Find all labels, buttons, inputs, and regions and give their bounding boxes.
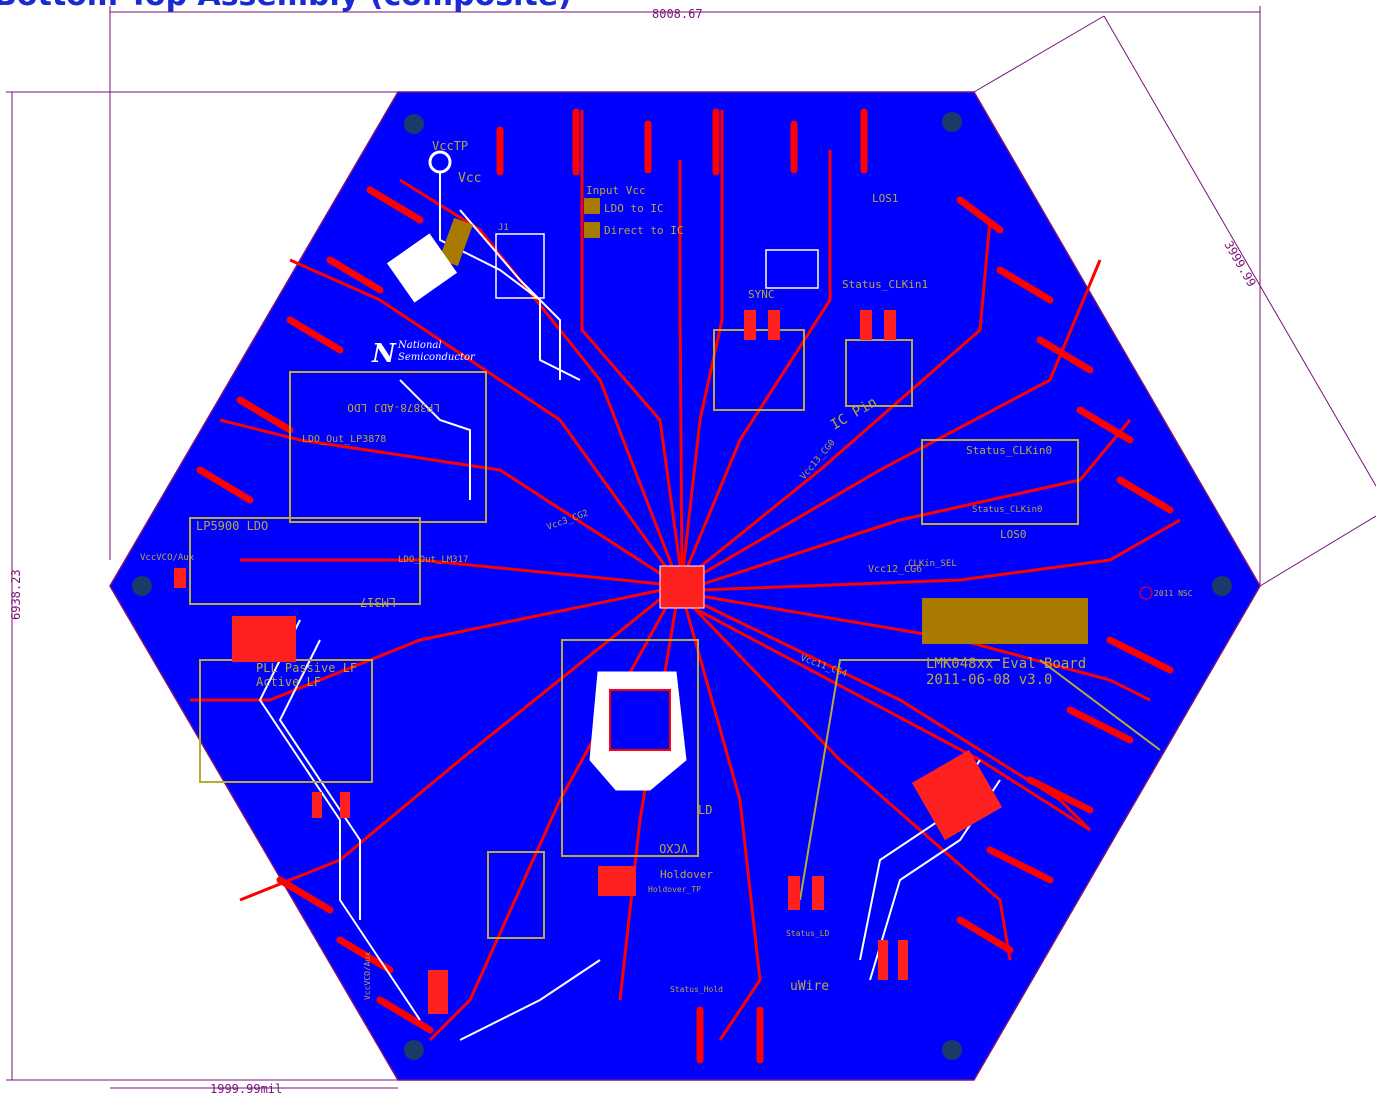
label-input-vcc: Input Vcc	[586, 184, 646, 197]
label-clkin-sel: CLKin_SEL	[908, 559, 957, 569]
label-copyright: 2011 NSC	[1154, 589, 1193, 598]
label-holdover-tp: Holdover_TP	[648, 885, 701, 894]
label-status-clkin0-b: Status_CLKin0	[972, 505, 1042, 515]
mounting-holes	[132, 112, 1232, 1060]
label-direct-to-ic: Direct to IC	[604, 224, 683, 237]
dimension-lines	[6, 6, 1376, 1089]
label-sticker	[386, 233, 458, 303]
pad-brown-large	[922, 598, 1088, 644]
pad-vcc-jumper	[439, 217, 473, 267]
label-j1: J1	[498, 223, 509, 233]
center-ic	[659, 565, 705, 609]
dimension-diagonal: 3999.99	[1221, 239, 1258, 290]
label-board-rev: 2011-06-08 v3.0	[926, 672, 1052, 688]
label-board-name: LMK048xx Eval Board	[926, 656, 1086, 672]
vcctp-testpoint	[428, 150, 452, 174]
label-ldo-out-lp3878: LDO_Out_LP3878	[302, 434, 386, 445]
connector-j1	[495, 233, 545, 299]
vcxo-body	[609, 689, 671, 751]
label-lp5900: LP5900 LDO	[196, 519, 268, 533]
label-ldo-to-ic: LDO to IC	[604, 202, 664, 215]
label-status-clkin0: Status_CLKin0	[966, 444, 1052, 457]
label-vcctp: VccTP	[432, 139, 468, 153]
label-ld: LD	[698, 803, 712, 817]
label-vcxo: VCXO	[659, 841, 688, 855]
label-vcc-vco-aux2: VccVCO/Aux	[363, 952, 372, 1000]
connector-grid	[765, 249, 819, 289]
label-status-ld: Status_LD	[786, 929, 830, 938]
pad-ldo-to-ic	[584, 198, 600, 214]
label-uwire: uWire	[790, 979, 829, 994]
national-logo-icon: N	[371, 339, 397, 369]
dimension-offset: 1999.99mil	[210, 1082, 282, 1096]
component-clusters	[174, 310, 908, 1014]
label-national: National	[397, 340, 442, 351]
page-title: Bottom Top Assembly (composite)	[0, 0, 572, 13]
label-lp3878: LP3878-ADJ LDO	[347, 401, 440, 414]
label-semiconductor: Semiconductor	[398, 352, 476, 363]
label-status-clkin1: Status_CLKin1	[842, 278, 928, 291]
label-holdover: Holdover	[660, 868, 713, 881]
label-pll-passive: PLL Passive LF	[256, 661, 357, 675]
label-vcc: Vcc	[458, 171, 481, 186]
label-active-lf: Active LF	[256, 675, 321, 689]
label-ldo-out-lm317: LDO_Out_LM317	[398, 555, 468, 565]
copyright-circle	[1139, 586, 1153, 600]
label-lm317: LM317	[360, 595, 396, 609]
label-los1: LOS1	[872, 192, 899, 205]
dimension-height: 6938.23	[9, 569, 23, 620]
label-vcc12-cg6: Vcc12_CG6	[868, 564, 922, 575]
label-vcc-vco-aux: VccVCO/Aux	[140, 553, 195, 563]
label-status-hold: Status_Hold	[670, 985, 723, 994]
pad-direct-to-ic	[584, 222, 600, 238]
label-sync: SYNC	[748, 288, 775, 301]
edge-pads	[196, 108, 1174, 1064]
bga-chip	[911, 749, 1003, 841]
label-los0: LOS0	[1000, 528, 1027, 541]
dimension-width: 8008.67	[652, 7, 703, 21]
